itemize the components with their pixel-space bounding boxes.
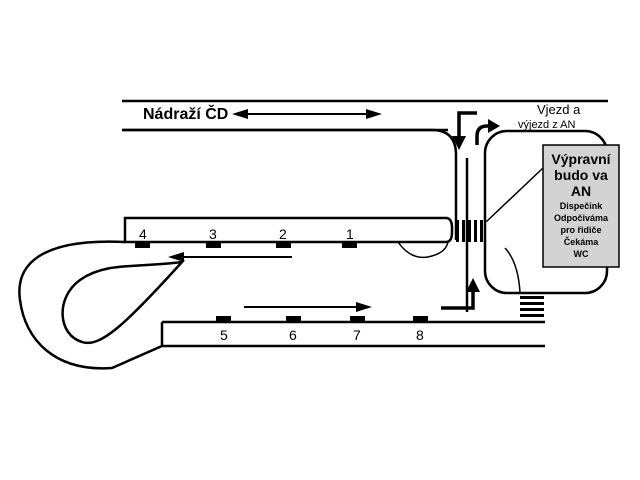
- entry-exit-label-line2: výjezd z AN: [518, 119, 576, 131]
- stand-marker-4: [135, 242, 150, 248]
- left-arrow-icon: [168, 252, 292, 262]
- building-title-line1: Výpravní: [551, 151, 611, 167]
- stand-marker-7: [350, 316, 365, 322]
- building-info-rest: Odpočiváma: [554, 213, 609, 223]
- island-bump: [397, 241, 449, 259]
- stand-marker-6: [286, 316, 301, 322]
- up-arrow-icon: [441, 278, 480, 310]
- stand-marker-1: [342, 242, 357, 248]
- stand-number-7: 7: [353, 327, 361, 343]
- building-title-line3: AN: [571, 183, 591, 199]
- walkway-diagonal: [485, 167, 544, 223]
- right-arrow-icon: [244, 302, 372, 312]
- stand-marker-3: [206, 242, 221, 248]
- stand-number-5: 5: [220, 327, 228, 343]
- stand-marker-2: [276, 242, 291, 248]
- double-arrow-icon: [232, 109, 382, 119]
- building-info-drivers: pro řidiče: [560, 225, 601, 235]
- building-info-panel: [542, 144, 620, 268]
- stand-marker-8: [413, 316, 428, 322]
- building-info-wc: WC: [574, 249, 589, 259]
- outer-loop-road: [18, 240, 163, 370]
- turn-up-right-arrow-icon: [475, 119, 500, 145]
- stand-number-6: 6: [289, 327, 297, 343]
- crosswalk-upper: [456, 220, 483, 242]
- crosswalk-lower: [520, 296, 544, 317]
- building-info-dispatch: Dispečink: [560, 201, 604, 211]
- turn-down-arrow-icon: [452, 111, 477, 150]
- stand-number-4: 4: [139, 226, 147, 242]
- stand-number-2: 2: [279, 226, 287, 242]
- entry-exit-label-line1: Vjezd a: [537, 102, 581, 117]
- building-inner-arc: [504, 247, 521, 293]
- turnaround-island: [61, 260, 186, 345]
- stand-marker-5: [216, 316, 231, 322]
- stand-number-8: 8: [416, 327, 424, 343]
- station-label: Nádraží ČD: [143, 104, 228, 123]
- upper-platform-curve: [122, 128, 458, 240]
- stand-number-1: 1: [346, 226, 354, 242]
- building-info-waiting: Čekáma: [564, 236, 600, 247]
- stand-number-3: 3: [209, 226, 217, 242]
- upper-island-platform: [123, 216, 454, 244]
- building-title-line2: budo va: [554, 167, 608, 183]
